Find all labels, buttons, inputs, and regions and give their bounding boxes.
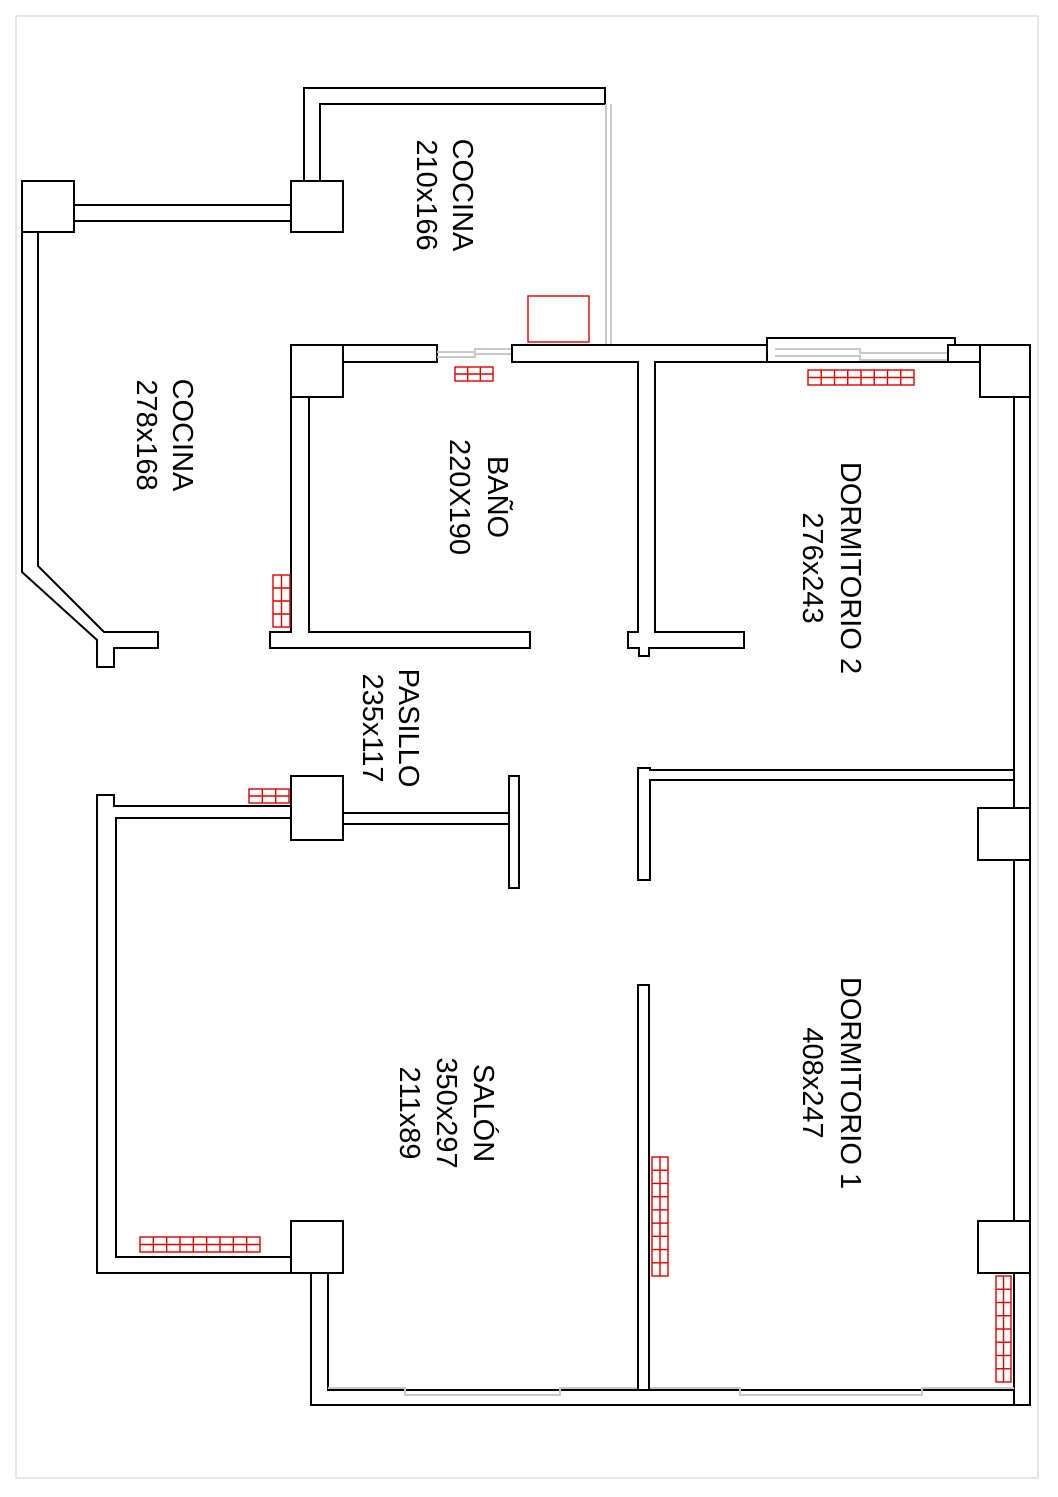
top-wall [947,344,981,363]
middle-wall [637,984,650,1391]
room-label-cocina-2: COCINA 278x168 [130,379,198,492]
room-size: 408x247 [796,1027,828,1138]
room-label-dormitorio-2: DORMITORIO 2 276x243 [796,462,866,674]
room-size: 350x297 [430,1057,462,1168]
room-labels: COCINA 210x166 COCINA 278x168 BAÑO 220X1… [130,139,866,1189]
dorm2-bottom-wall [637,767,1015,881]
salon-window [328,1387,638,1396]
room-size-secondary: 211x89 [393,1067,425,1160]
bath-left-wall [269,396,531,649]
pasillo-wall [342,812,510,825]
right-outer-wall [1013,396,1031,1406]
top-wall [511,344,776,657]
page-border [15,15,1039,1479]
walls [21,87,1031,1406]
room-name: DORMITORIO 1 [834,977,866,1189]
pillar [290,344,344,398]
pillar [21,180,75,233]
room-name: COCINA [446,139,478,252]
kitchen-left-wall [21,231,159,668]
room-size: 278x168 [130,379,162,490]
radiator-icon [651,1156,669,1277]
radiator-icon [272,574,291,628]
pillar [977,1220,1031,1274]
pillar [977,807,1031,861]
pillar [290,1220,344,1274]
bath-door [437,348,512,353]
room-name: DORMITORIO 2 [834,462,866,674]
room-size: 235x117 [356,673,388,782]
pillar [290,775,344,841]
radiators [139,366,1012,1383]
room-label-salon: SALÓN 350x297 211x89 [393,1057,500,1168]
dorm2-window [775,355,948,361]
appliance-outline [527,295,590,343]
dorm2-window [775,348,948,354]
radiator-icon [139,1236,261,1253]
radiator-icon [248,788,290,804]
radiator-icon [454,366,494,382]
room-name: BAÑO [481,456,515,538]
salon-left-wall [96,794,292,1274]
radiator-icon [807,369,915,386]
bath-door [437,353,512,358]
kitchen-divider-wall [73,204,292,222]
bath-top-wall [342,344,438,363]
pillar [979,344,1031,398]
pasillo-t-wall [508,775,520,889]
room-size: 220X190 [443,439,475,555]
room-label-pasillo: PASILLO 235x117 [356,669,424,788]
room-label-dormitorio-1: DORMITORIO 1 408x247 [796,977,866,1189]
room-name: PASILLO [392,669,424,788]
room-label-bano: BAÑO 220X190 [443,439,515,555]
radiator-icon [995,1275,1012,1383]
room-name: COCINA [166,379,198,492]
dorm1-window [649,1387,1014,1396]
room-size: 276x243 [796,512,828,623]
room-size: 210x166 [410,139,442,250]
salon-bottom-wall [310,1272,1015,1406]
room-name: SALÓN [467,1064,500,1162]
pillar [290,180,344,233]
room-label-cocina-1: COCINA 210x166 [410,139,478,252]
